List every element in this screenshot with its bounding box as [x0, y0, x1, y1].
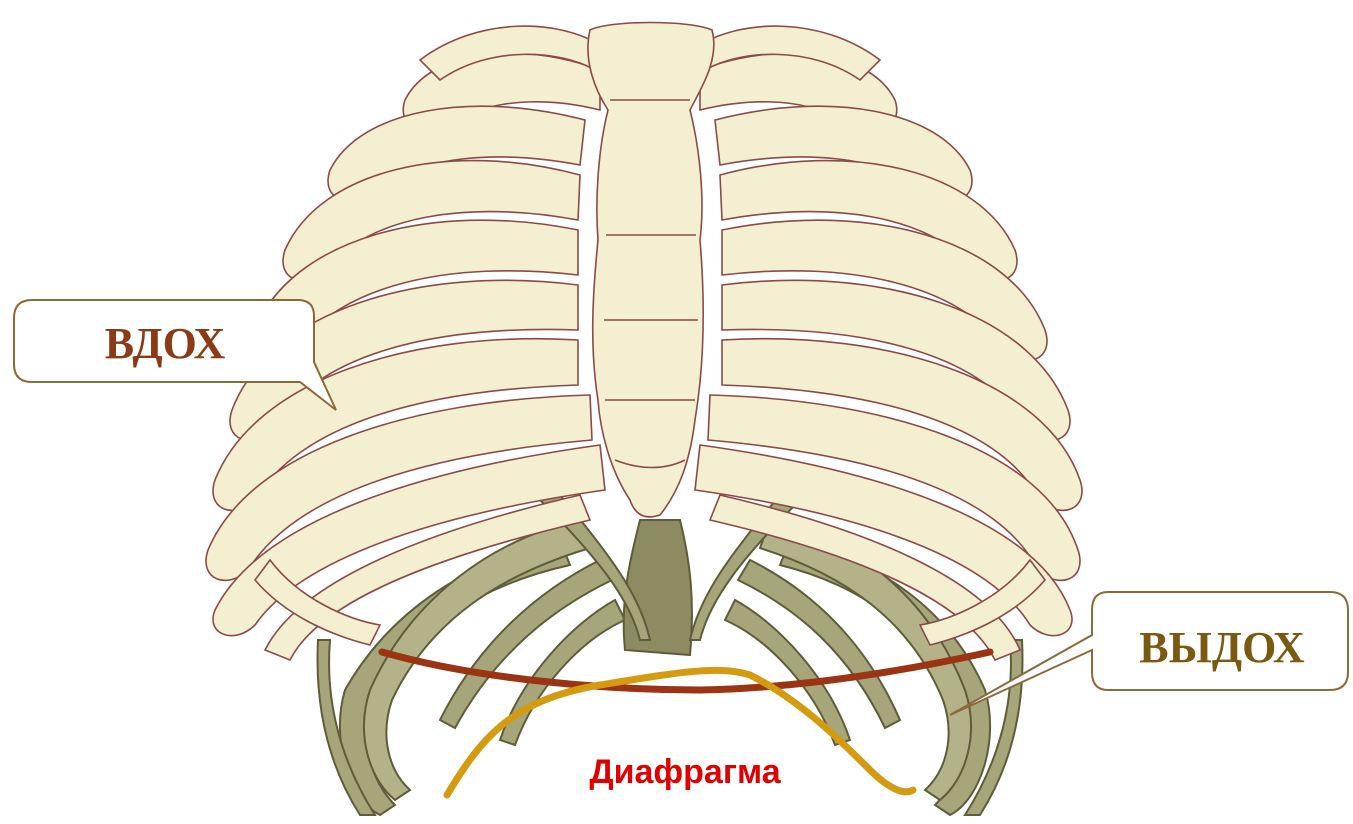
exhale-label: ВЫДОХ	[1139, 623, 1305, 672]
sternum	[588, 23, 714, 517]
diaphragm-label: Диафрагма	[589, 753, 781, 791]
inhale-label: ВДОХ	[105, 319, 226, 368]
